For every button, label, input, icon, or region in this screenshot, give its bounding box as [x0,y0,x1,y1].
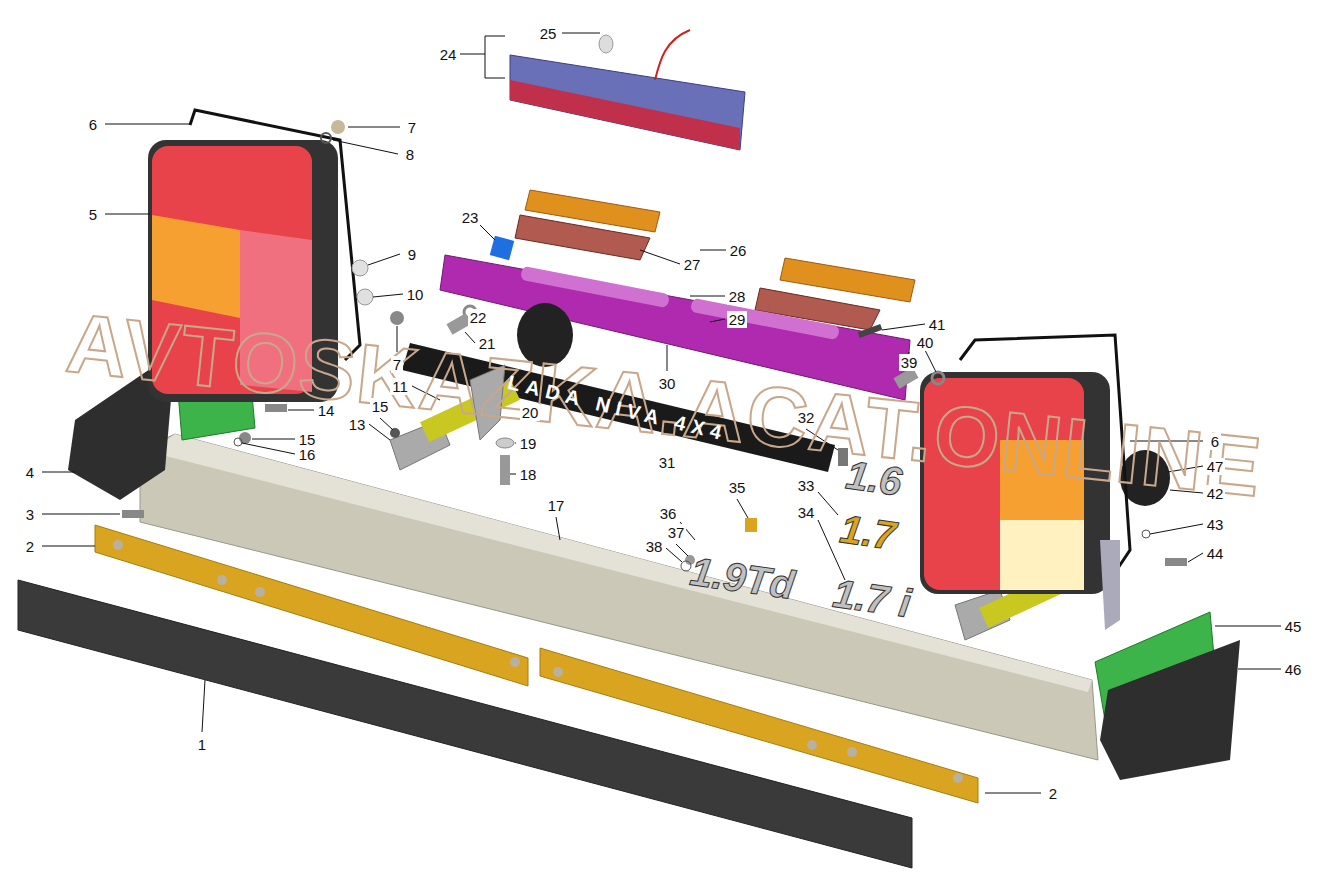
callout-number: 35 [727,479,748,496]
callout-number: 38 [644,538,665,555]
callout-number: 31 [657,454,678,471]
callout-number: 41 [927,316,948,333]
callout-number: 1 [196,736,208,753]
callout-number: 3 [24,506,36,523]
callout-number: 39 [899,354,920,371]
callout-number: 2 [1047,785,1059,802]
badge-text: 1.6 [843,452,904,504]
callout-number: 46 [1283,661,1304,678]
callout-number: 27 [682,256,703,273]
callout-number: 7 [391,356,403,373]
callout-number: 47 [1205,458,1226,475]
callout-number: 26 [728,242,749,259]
callout-number: 8 [404,146,416,163]
callout-number: 30 [657,375,678,392]
callout-number: 40 [915,334,936,351]
callout-number: 18 [518,466,539,483]
callout-number: 37 [666,524,687,541]
callout-number: 14 [316,402,337,419]
callout-number: 7 [406,119,418,136]
callout-number: 6 [1209,433,1221,450]
callout-number: 25 [538,25,559,42]
callout-number: 20 [520,404,541,421]
callout-number: 4 [24,464,36,481]
callout-number: 34 [796,504,817,521]
callout-number: 33 [796,477,817,494]
callout-number: 6 [87,116,99,133]
callout-number: 32 [796,409,817,426]
callout-number: 19 [518,435,539,452]
callout-number: 13 [347,416,368,433]
callout-number: 28 [727,288,748,305]
callout-number: 21 [477,335,498,352]
badge-text: 1.7 [837,506,898,558]
callout-number: 45 [1283,618,1304,635]
callout-number: 43 [1205,516,1226,533]
callout-number: 5 [87,206,99,223]
callout-number: 36 [658,505,679,522]
callout-number: 44 [1205,545,1226,562]
callout-number: 22 [468,309,489,326]
callout-number: 24 [438,46,459,63]
callout-number: 9 [406,246,418,263]
callout-number: 2 [24,538,36,555]
callout-number: 15 [370,398,391,415]
callout-number: 10 [405,286,426,303]
callout-number: 29 [727,311,748,328]
callout-number: 23 [460,209,481,226]
callout-number: 17 [546,497,567,514]
callout-number: 11 [390,378,410,395]
callout-number: 42 [1205,485,1226,502]
callout-number: 16 [297,446,318,463]
